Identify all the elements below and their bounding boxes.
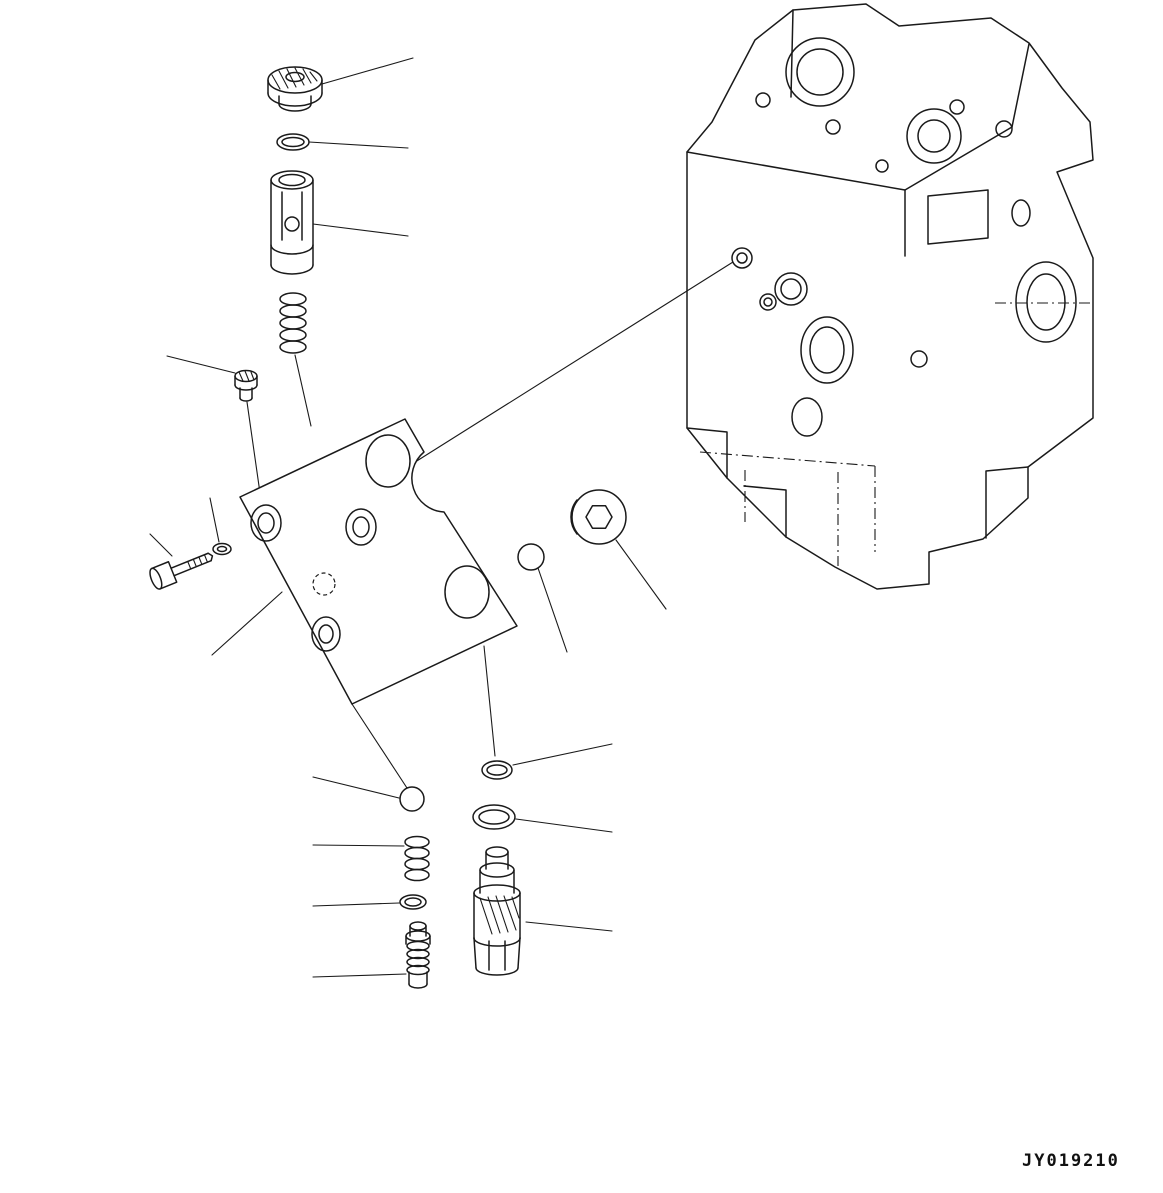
socket-bolt [149, 552, 214, 590]
housing-bore-medium [906, 108, 962, 164]
lower-o-ring-large [472, 804, 516, 830]
top-spring [279, 292, 307, 354]
leader-lines [149, 57, 734, 978]
plate-hidden-hole [312, 572, 336, 596]
check-ball-lower [399, 786, 425, 812]
top-plug-cap [267, 66, 323, 112]
valve-sleeve [270, 170, 314, 275]
check-ball-upper [517, 543, 545, 571]
hex-socket [585, 504, 613, 530]
top-o-ring [276, 133, 310, 151]
relief-valve-assembly [473, 846, 521, 976]
plate-hole-bottom [444, 565, 490, 619]
lower-spring [404, 835, 430, 882]
housing-to-plate-line [411, 261, 734, 465]
plate-hole-top [365, 434, 411, 488]
valve-plate [239, 418, 518, 705]
hex-socket-plug [570, 489, 627, 545]
washer [212, 542, 232, 556]
housing-bore-large [785, 37, 855, 107]
lower-o-ring [399, 894, 427, 910]
lower-o-ring-small [481, 760, 513, 780]
breather-plug [234, 369, 258, 402]
lower-fitting [405, 921, 431, 989]
housing-side-port [1015, 261, 1077, 343]
housing-front-port [800, 316, 854, 384]
drawing-number: JY019210 [1022, 1151, 1120, 1171]
pump-housing [686, 3, 1094, 590]
